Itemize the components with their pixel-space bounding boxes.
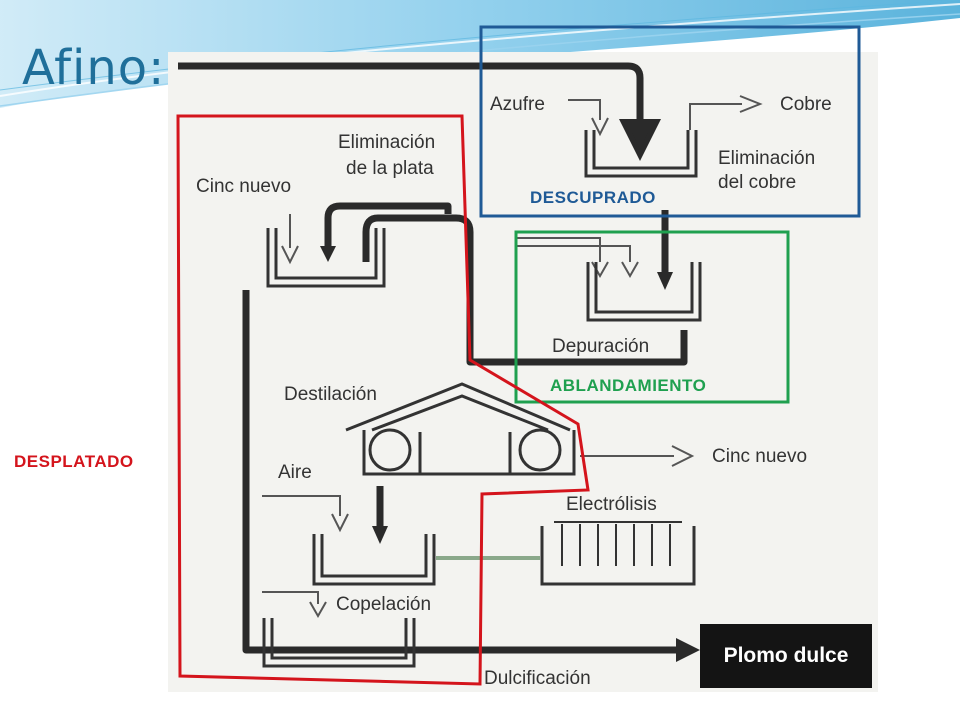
- arrow-down-plata: [320, 246, 336, 262]
- label-cinc-nuevo-right: Cinc nuevo: [712, 446, 808, 467]
- arrow-down-depuracion: [657, 272, 673, 290]
- arrow-right-dulce: [676, 638, 700, 662]
- label-cinc-nuevo-top: Cinc nuevo: [196, 176, 292, 197]
- desplatado-box: [176, 114, 590, 686]
- distillation-retort: [345, 382, 576, 476]
- label-eliminacion-cobre-line2: del cobre: [718, 172, 797, 193]
- tag-descuprado: DESCUPRADO: [530, 188, 656, 207]
- tag-desplatado: DESPLATADO: [14, 452, 134, 471]
- label-eliminacion-plata-line1: Eliminación: [338, 132, 436, 153]
- label-destilacion: Destilación: [284, 384, 377, 405]
- process-diagram-image: [168, 52, 878, 692]
- label-electrolisis: Electrólisis: [566, 494, 657, 515]
- label-eliminacion-cobre-line1: Eliminación: [718, 148, 816, 169]
- descuprado-box: [479, 25, 861, 218]
- arrow-down-cobre: [632, 132, 648, 150]
- label-azufre: Azufre: [490, 94, 545, 115]
- arrow-down-aire: [372, 526, 388, 544]
- label-eliminacion-plata-line2: de la plata: [346, 158, 434, 179]
- main-flow-lines: [178, 62, 688, 654]
- ablandamiento-box: [514, 230, 790, 404]
- plomo-dulce-badge: Plomo dulce: [700, 624, 872, 688]
- label-aire: Aire: [278, 462, 312, 483]
- vessels: [262, 130, 702, 668]
- label-dulcificacion: Dulcificación: [484, 668, 591, 689]
- tag-ablandamiento: ABLANDAMIENTO: [550, 376, 707, 395]
- hollow-arrows: [262, 95, 763, 619]
- label-cobre: Cobre: [780, 94, 832, 115]
- electrolysis-plates: [554, 521, 682, 566]
- label-depuracion: Depuración: [552, 336, 650, 357]
- label-copelacion: Copelación: [336, 594, 432, 615]
- slide-title: Afino:: [22, 40, 166, 96]
